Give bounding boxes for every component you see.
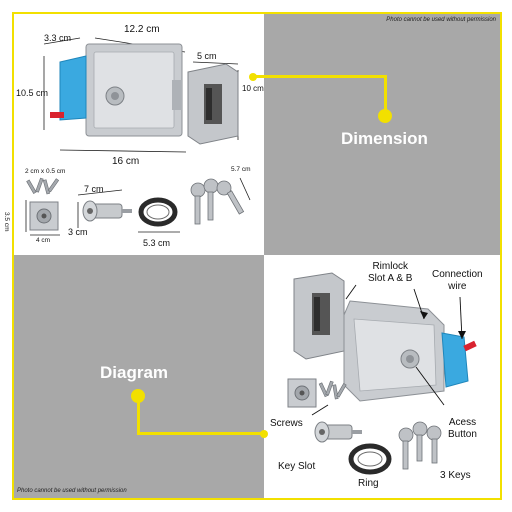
diagram-connector-dot-right — [260, 430, 268, 438]
mount-plate — [29, 201, 59, 231]
label-key-slot: Key Slot — [278, 461, 316, 472]
keys-dim — [190, 178, 245, 225]
dimension-connector-line-v — [384, 75, 387, 113]
screws-dim — [26, 177, 60, 195]
dim-height-left: 10.5 cm — [16, 88, 49, 98]
key-cylinder — [82, 200, 132, 222]
dimension-connector-dot — [378, 109, 392, 123]
diagram-strike-plate — [293, 272, 345, 360]
strike-plate — [187, 63, 239, 145]
dim-plate-height: 3.5 cm — [3, 212, 10, 232]
dim-strike-height: 10 cm — [242, 84, 264, 93]
permission-notice-top: Photo cannot be used without permission — [386, 17, 496, 23]
label-access-button: Acess Button — [448, 417, 477, 440]
dim-ring-dia: 5.3 cm — [143, 238, 171, 248]
ring-dim — [138, 197, 178, 227]
yellow-frame — [12, 12, 502, 500]
dimension-title-panel — [264, 14, 500, 255]
dim-cylinder-length: 7 cm — [84, 184, 104, 194]
label-screws: Screws — [270, 418, 303, 429]
diagram-lock-body — [343, 300, 445, 402]
dim-strike-width: 5 cm — [197, 51, 217, 61]
label-keys: 3 Keys — [440, 470, 471, 481]
label-connection-wire: Connection wire — [432, 269, 483, 292]
lock-body — [85, 43, 183, 137]
diagram-lock-drawing — [287, 272, 477, 475]
dim-screws-size: 2 cm x 0.5 cm — [25, 168, 66, 175]
diagram-connector-line-v — [137, 396, 140, 434]
dim-depth-left: 3.3 cm — [44, 33, 72, 43]
dimension-lock-drawing — [25, 37, 251, 236]
dim-cylinder-dia: 3 cm — [68, 227, 88, 237]
dim-width-top: 12.2 cm — [124, 24, 160, 35]
permission-notice-bottom: Photo cannot be used without permission — [17, 488, 127, 494]
dimension-connector-line-h — [253, 75, 386, 78]
diagram-title: Diagram — [100, 363, 169, 382]
diagram-connector-line-h — [137, 432, 265, 435]
dim-plate-width: 4 cm — [36, 237, 51, 244]
dim-key-length: 5.7 cm — [231, 166, 251, 173]
dimension-title: Dimension — [341, 129, 428, 148]
label-ring: Ring — [358, 478, 379, 489]
diagram-title-panel — [14, 255, 264, 498]
dim-total-length: 16 cm — [112, 156, 140, 167]
label-rimlock-slot: Rimlock Slot A & B — [368, 261, 413, 284]
